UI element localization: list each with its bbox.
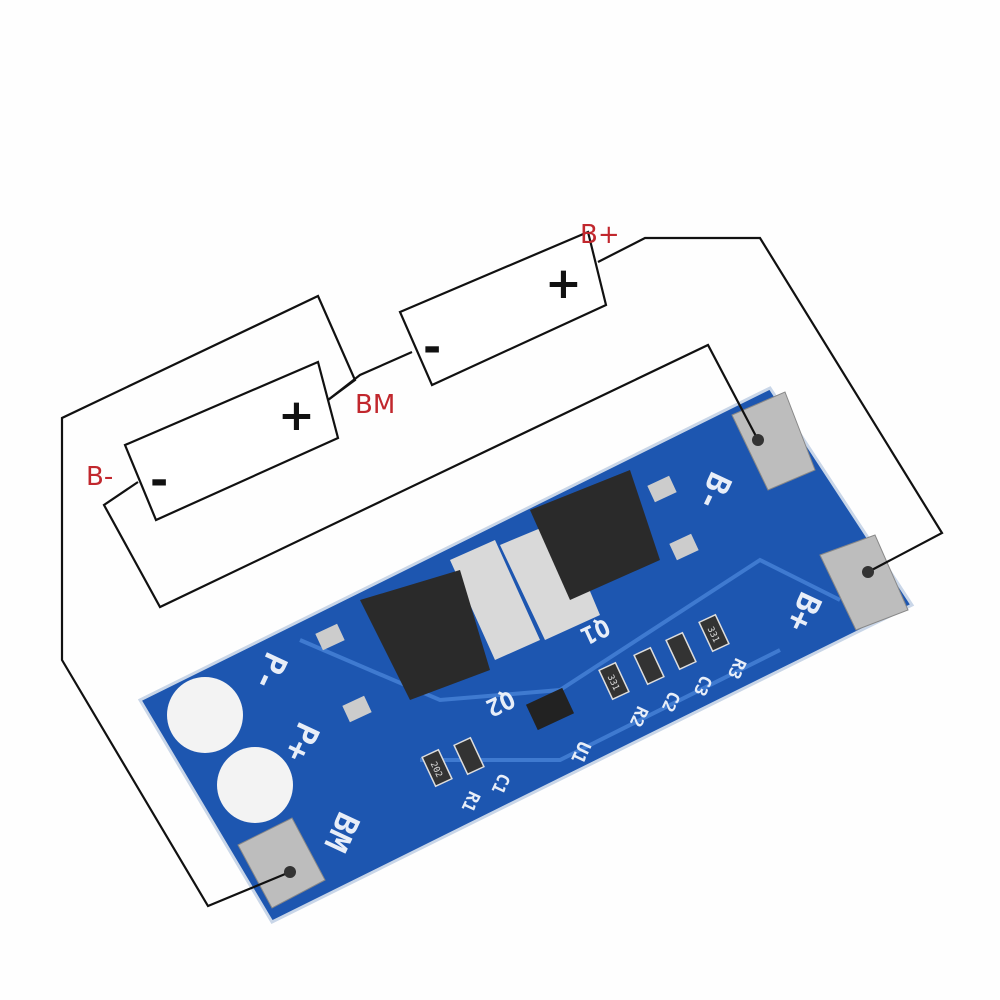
u1-chip [525, 687, 575, 731]
b-minus-pad [731, 391, 816, 491]
label-bm: BM [355, 390, 395, 420]
cell-1: + - [123, 360, 340, 522]
wires [60, 236, 944, 908]
label-b-minus: B- [86, 462, 113, 492]
cell-1-plus: + [278, 390, 315, 441]
p-minus-pad [167, 677, 243, 753]
pcb-board: 202 331 331 B- B+ P- P+ BM Q1 Q2 U1 R1 C… [137, 386, 915, 924]
cell-2-plus: + [545, 258, 582, 309]
cell-1-minus: - [150, 455, 168, 506]
q2-tab [450, 540, 540, 660]
b-plus-pad [819, 534, 909, 631]
label-b-plus: B+ [580, 220, 620, 250]
q2-mosfet [360, 570, 490, 700]
wire-b-minus [102, 343, 759, 609]
q1-tab [500, 520, 600, 640]
p-plus-pad [217, 747, 293, 823]
bm-pad [237, 817, 326, 909]
q1-mosfet [530, 470, 660, 600]
wire-bm-link [327, 350, 413, 401]
wire-b-plus [597, 236, 944, 573]
cell-2-minus: - [423, 322, 441, 373]
cell-2: + - [398, 230, 608, 387]
